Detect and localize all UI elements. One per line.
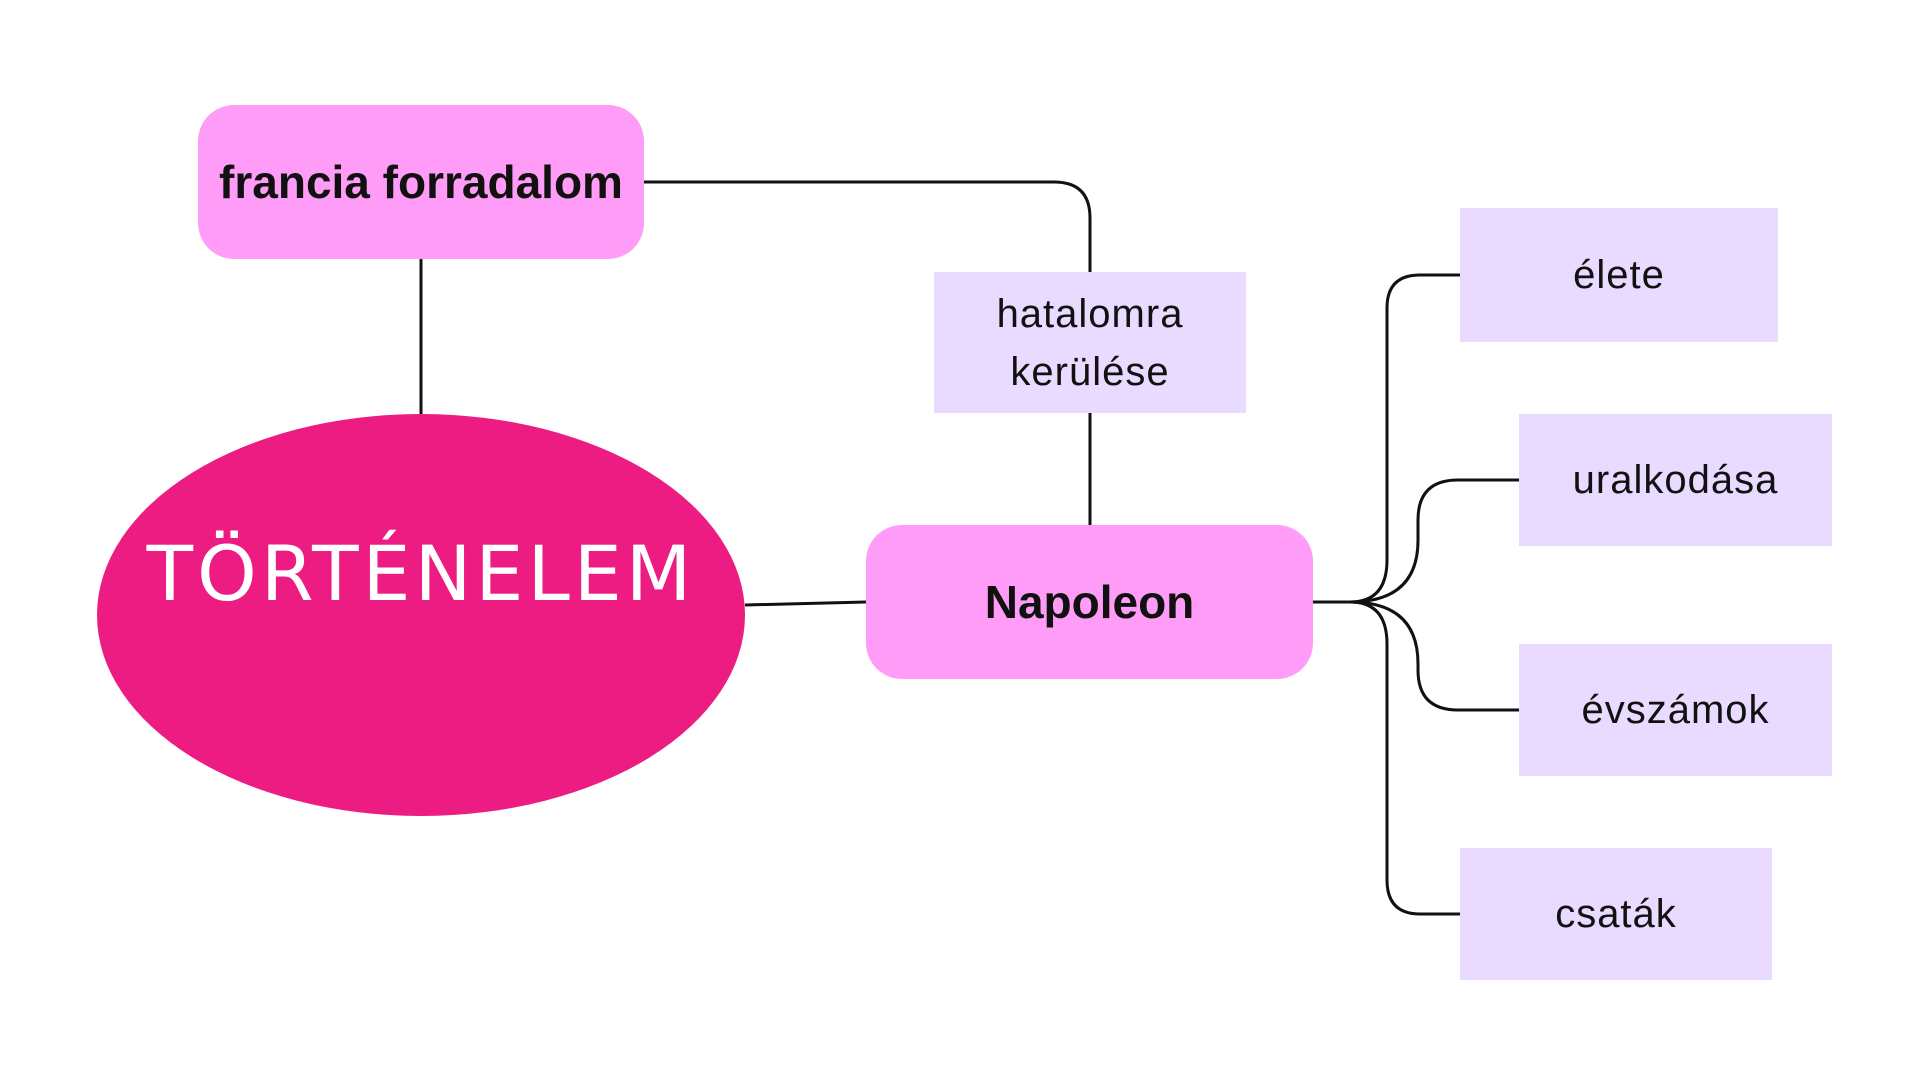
node-dates-label: évszámok (1581, 688, 1770, 732)
node-napoleon: Napoleon (866, 525, 1313, 679)
connector-napoleon-life (1313, 273, 1460, 604)
node-rise-to-power: hatalomra kerülése (934, 272, 1246, 413)
center-node-label: TÖRTÉNELEM (146, 529, 696, 618)
connector-napoleon-dates (1349, 600, 1519, 712)
connector-revolution-power (644, 180, 1092, 272)
connector-napoleon-battles (1349, 600, 1460, 916)
node-dates: évszámok (1519, 644, 1832, 776)
node-battles: csaták (1460, 848, 1772, 980)
node-reign-label: uralkodása (1572, 458, 1779, 502)
node-life-label: élete (1573, 253, 1665, 297)
node-french-revolution: francia forradalom (198, 105, 644, 259)
node-life: élete (1460, 208, 1778, 342)
node-battles-label: csaták (1555, 892, 1677, 936)
node-reign: uralkodása (1519, 414, 1832, 546)
connector-center-napoleon (744, 600, 867, 607)
connector-napoleon-reign (1349, 478, 1519, 604)
center-node-ellipse: TÖRTÉNELEM (97, 414, 745, 816)
node-rise-to-power-label: hatalomra kerülése (996, 291, 1184, 394)
node-napoleon-label: Napoleon (984, 576, 1195, 628)
node-french-revolution-label: francia forradalom (219, 156, 623, 208)
